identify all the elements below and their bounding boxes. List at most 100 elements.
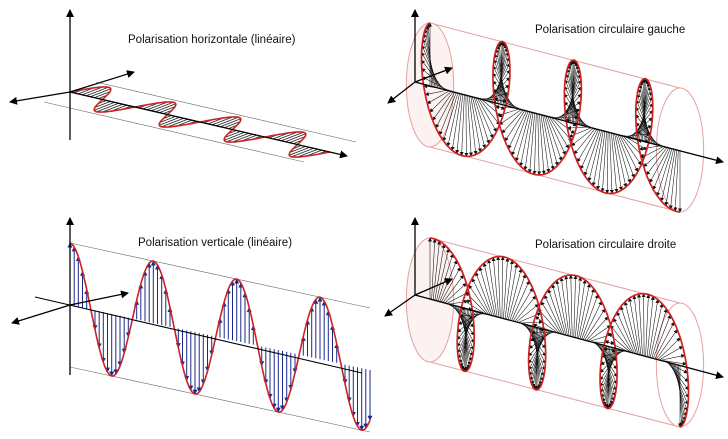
field-vector [500, 256, 505, 319]
field-vector [476, 97, 497, 133]
field-vector [431, 238, 437, 301]
field-vector [512, 287, 533, 322]
cylinder-edge [429, 22, 681, 89]
field-vector [82, 86, 103, 96]
field-vector [613, 317, 634, 353]
field-vector [651, 308, 668, 358]
field-vector [550, 116, 573, 142]
field-vector [544, 294, 564, 335]
field-vector [155, 103, 176, 113]
field-vector [587, 129, 603, 182]
cylinder-edge [429, 361, 681, 428]
field-vector [523, 111, 534, 171]
field-vector [432, 240, 442, 301]
field-vector [94, 101, 111, 108]
field-vector [646, 146, 668, 176]
helix-curve [429, 237, 690, 428]
field-vector [617, 133, 635, 179]
field-vector [635, 122, 659, 145]
field-vector [492, 80, 515, 108]
field-vector [645, 294, 651, 357]
field-vector [578, 283, 591, 339]
field-vector [504, 109, 526, 142]
field-vector [442, 92, 459, 142]
field-vector [147, 101, 168, 111]
guide-line [95, 81, 357, 143]
field-vector [515, 303, 539, 323]
field-vector [501, 109, 525, 134]
field-vector [650, 303, 664, 358]
circular-left-helix [420, 22, 681, 213]
field-vector [596, 130, 606, 190]
circular-left-field-vectors [421, 22, 682, 213]
field-vector [289, 146, 310, 156]
field-vector [467, 94, 473, 157]
field-vector [487, 77, 511, 101]
field-vector [422, 76, 446, 90]
horizontal-guide-lines [43, 81, 357, 163]
axis-arrow-icon [414, 81, 724, 165]
field-vector [527, 112, 535, 174]
field-vector [638, 84, 650, 142]
field-vector [632, 295, 642, 355]
vertical-wave-curve [69, 242, 371, 432]
field-vector [167, 118, 188, 128]
field-vector [464, 94, 469, 157]
cylinder-edge [429, 146, 681, 213]
guide-line [69, 366, 371, 433]
field-vector [601, 350, 626, 358]
field-vector [459, 93, 465, 156]
field-vector [421, 67, 445, 89]
field-vector [661, 354, 686, 361]
field-vector [503, 257, 510, 320]
field-vector [458, 310, 473, 364]
field-vector [528, 331, 553, 349]
field-vector [636, 131, 660, 145]
field-vector [511, 280, 530, 322]
field-vector [573, 275, 578, 338]
field-vector [659, 346, 684, 360]
field-vector [615, 133, 632, 184]
field-vector [643, 146, 667, 168]
field-vector [564, 275, 571, 337]
field-vector [582, 300, 602, 340]
field-vector [439, 91, 457, 136]
field-vector [601, 347, 615, 403]
field-vector [224, 121, 241, 128]
circular-right-axes [384, 217, 724, 380]
field-vector [600, 350, 624, 366]
helix-curve [420, 22, 681, 213]
field-vector [664, 148, 676, 207]
field-vector [559, 277, 570, 337]
field-vector [660, 148, 675, 202]
field-vector [102, 103, 123, 113]
field-vector [159, 116, 180, 126]
field-vector [596, 343, 618, 378]
field-vector [159, 116, 176, 123]
field-vector [614, 132, 628, 188]
field-vector [216, 116, 239, 127]
field-vector [610, 324, 632, 353]
field-vector [653, 314, 671, 359]
field-vector [583, 129, 601, 177]
vertical-axes [11, 217, 363, 375]
field-vector [654, 321, 675, 359]
field-vector [673, 149, 679, 212]
field-vector [590, 340, 615, 345]
field-vector [94, 91, 111, 98]
field-vector [568, 274, 573, 338]
field-vector [435, 91, 456, 129]
field-vector [519, 320, 544, 325]
field-vector [662, 360, 687, 366]
field-vector [297, 148, 318, 158]
field-vector [496, 256, 501, 319]
field-vector [515, 110, 531, 162]
field-vector [224, 131, 241, 138]
field-vector [496, 108, 521, 117]
field-vector [580, 128, 600, 170]
field-vector [285, 133, 306, 143]
field-vector [547, 288, 565, 335]
field-vector [566, 68, 579, 124]
field-vector [565, 73, 581, 125]
field-vector [584, 308, 606, 341]
